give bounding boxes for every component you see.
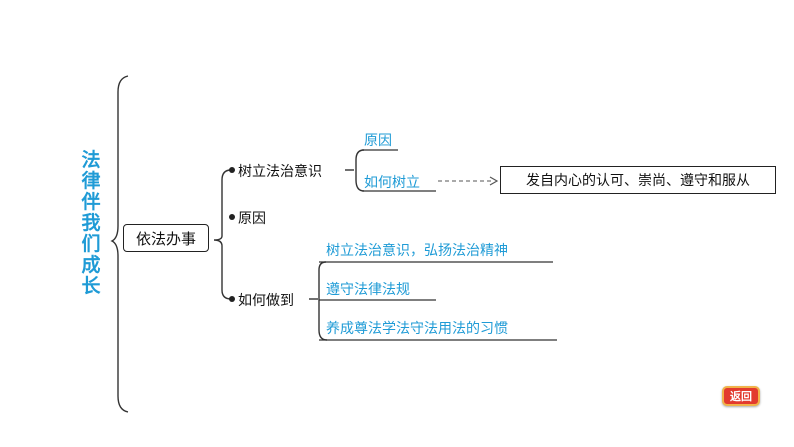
center-node: 依法办事 bbox=[123, 224, 209, 252]
title-char: 伴 bbox=[81, 191, 101, 213]
branch-3-item: 养成尊法学法守法用法的习惯 bbox=[326, 321, 508, 337]
title-char: 律 bbox=[81, 170, 101, 192]
title-char: 长 bbox=[81, 275, 101, 297]
branch-1-sub-reason: 原因 bbox=[364, 133, 392, 149]
branch-3-label: 如何做到 bbox=[238, 293, 294, 309]
result-box: 发自内心的认可、崇尚、遵守和服从 bbox=[500, 166, 776, 194]
branch-3-item: 遵守法律法规 bbox=[326, 282, 410, 298]
title-char: 法 bbox=[81, 149, 101, 171]
bullet-dot bbox=[229, 214, 235, 220]
branch-3-item: 树立法治意识，弘扬法治精神 bbox=[326, 243, 508, 259]
vertical-title: 法 律 伴 我 们 成 长 bbox=[78, 150, 104, 297]
return-button[interactable]: 返回 bbox=[722, 386, 760, 406]
title-char: 我 bbox=[81, 212, 101, 234]
branch-1-sub-how: 如何树立 bbox=[364, 175, 420, 191]
main-brace bbox=[110, 75, 129, 413]
bullet-dot bbox=[229, 167, 235, 173]
branch-2-label: 原因 bbox=[238, 211, 266, 227]
title-char: 们 bbox=[81, 233, 101, 255]
sub-brace-1 bbox=[355, 149, 365, 192]
bullet-dot bbox=[229, 296, 235, 302]
branch-1-label: 树立法治意识 bbox=[238, 164, 322, 180]
title-char: 成 bbox=[81, 254, 101, 276]
branch-brace bbox=[213, 169, 232, 300]
